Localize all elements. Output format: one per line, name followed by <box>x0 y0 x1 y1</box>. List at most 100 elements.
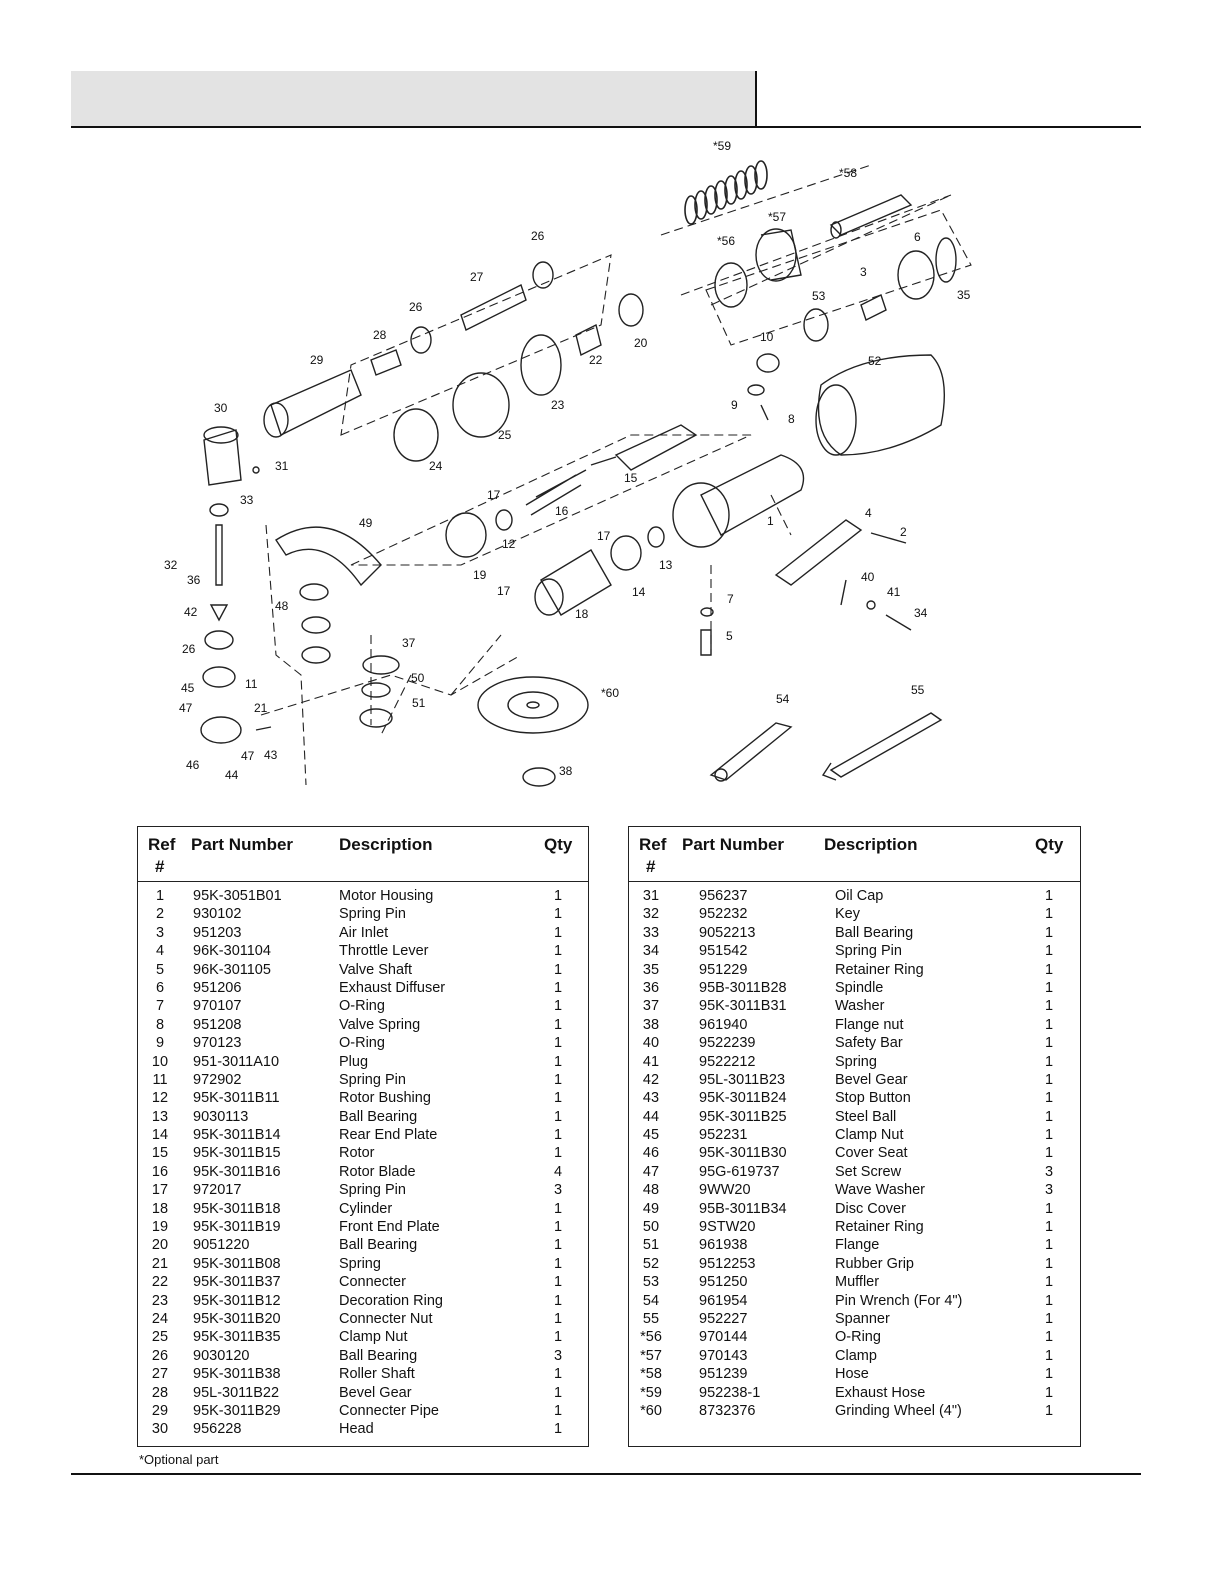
svg-text:44: 44 <box>225 768 239 782</box>
part-number-cell: 9522212 <box>699 1053 756 1070</box>
ref-cell: 43 <box>642 1090 660 1107</box>
svg-text:41: 41 <box>887 585 901 599</box>
svg-text:38: 38 <box>559 764 573 778</box>
qty-cell: 1 <box>553 1292 563 1309</box>
qty-cell: 3 <box>553 1347 563 1364</box>
qty-cell: 1 <box>553 1108 563 1125</box>
ref-cell: 47 <box>642 1163 660 1180</box>
description-cell: Set Screw <box>835 1163 902 1180</box>
ref-cell: 15 <box>151 1145 169 1162</box>
ref-cell: 8 <box>155 1016 165 1033</box>
qty-cell: 1 <box>553 1053 563 1070</box>
ref-cell: 41 <box>642 1053 660 1070</box>
description-cell: Steel Ball <box>835 1108 897 1125</box>
part-number-cell: 970123 <box>193 1035 242 1052</box>
description-cell: Valve Shaft <box>339 961 413 978</box>
part-number-cell: 9512253 <box>699 1255 756 1272</box>
description-cell: Clamp <box>835 1347 877 1364</box>
svg-text:5: 5 <box>726 629 733 643</box>
table-row: 47 95G-619737 Set Screw 3 <box>629 1164 1080 1182</box>
description-cell: Cover Seat <box>835 1145 908 1162</box>
ref-cell: 53 <box>642 1274 660 1291</box>
ref-cell: 35 <box>642 961 660 978</box>
qty-cell: 1 <box>1044 906 1054 923</box>
part-number-cell: 952231 <box>699 1127 748 1144</box>
qty-cell: 1 <box>553 979 563 996</box>
qty-cell: 1 <box>553 924 563 941</box>
qty-cell: 1 <box>553 1071 563 1088</box>
part-number-cell: 95K-3011B25 <box>699 1108 787 1125</box>
qty-cell: 1 <box>553 1255 563 1272</box>
ref-cell: 3 <box>155 924 165 941</box>
part-number-cell: 951208 <box>193 1016 242 1033</box>
qty-cell: 1 <box>1044 961 1054 978</box>
description-cell: Cylinder <box>339 1200 393 1217</box>
part-number-cell: 95G-619737 <box>699 1163 780 1180</box>
description-cell: Decoration Ring <box>339 1292 443 1309</box>
ref-cell: 49 <box>642 1200 660 1217</box>
qty-cell: 3 <box>1044 1163 1054 1180</box>
part-number-cell: 96K-301104 <box>193 943 271 960</box>
svg-text:*59: *59 <box>713 139 731 153</box>
qty-cell: 1 <box>553 1402 563 1419</box>
qty-cell: 1 <box>1044 1200 1054 1217</box>
part-number-cell: 95K-3011B24 <box>699 1090 787 1107</box>
svg-text:34: 34 <box>914 606 928 620</box>
svg-text:15: 15 <box>624 471 638 485</box>
svg-text:32: 32 <box>164 558 178 572</box>
svg-text:12: 12 <box>502 537 516 551</box>
part-number-cell: 952227 <box>699 1310 748 1327</box>
part-number-cell: 970143 <box>699 1347 748 1364</box>
ref-cell: 40 <box>642 1035 660 1052</box>
description-cell: Ball Bearing <box>835 924 914 941</box>
header-band <box>71 71 755 127</box>
part-number-cell: 9052213 <box>699 924 756 941</box>
ref-cell: 13 <box>151 1108 169 1125</box>
ref-cell: 1 <box>155 888 165 904</box>
description-cell: Spanner <box>835 1310 890 1327</box>
part-number-cell: 95K-3011B38 <box>193 1366 281 1383</box>
description-cell: Wave Washer <box>835 1182 925 1199</box>
qty-cell: 1 <box>1044 1292 1054 1309</box>
svg-text:19: 19 <box>473 568 487 582</box>
part-number-cell: 95B-3011B34 <box>699 1200 787 1217</box>
svg-text:23: 23 <box>551 398 565 412</box>
part-number-cell: 95K-3011B19 <box>193 1219 281 1236</box>
header-rule <box>71 126 1141 128</box>
svg-text:48: 48 <box>275 599 289 613</box>
qty-cell: 1 <box>1044 1145 1054 1162</box>
qty-cell: 1 <box>553 1200 563 1217</box>
ref-cell: 12 <box>151 1090 169 1107</box>
svg-text:54: 54 <box>776 692 790 706</box>
ref-cell: 27 <box>151 1366 169 1383</box>
part-number-cell: 95K-3011B18 <box>193 1200 281 1217</box>
svg-text:7: 7 <box>727 592 734 606</box>
svg-text:26: 26 <box>409 300 423 314</box>
ref-cell: 55 <box>642 1310 660 1327</box>
description-cell: Muffler <box>835 1274 880 1291</box>
part-number-cell: 95K-3011B08 <box>193 1255 281 1272</box>
svg-text:8: 8 <box>788 412 795 426</box>
description-cell: Rotor Bushing <box>339 1090 431 1107</box>
qty-cell: 1 <box>1044 1071 1054 1088</box>
part-number-cell: 8732376 <box>699 1402 756 1419</box>
svg-text:35: 35 <box>957 288 971 302</box>
part-number-cell: 95K-3011B15 <box>193 1145 281 1162</box>
qty-cell: 1 <box>1044 1347 1054 1364</box>
